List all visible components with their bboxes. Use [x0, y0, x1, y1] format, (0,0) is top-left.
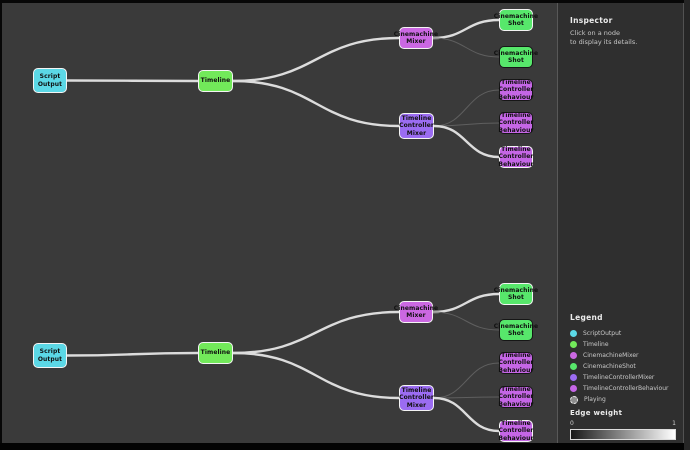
legend-label: CinemachineMixer: [583, 352, 639, 359]
edge-weight-section: Edge weight 0 1: [570, 409, 676, 440]
graph0-edge-tl-tcm: [232, 79, 400, 128]
inspector-panel: Inspector Click on a node to display its…: [557, 3, 684, 443]
legend-label: Playing: [584, 396, 606, 403]
graph0-node-tcm[interactable]: Timeline Controller Mixer: [399, 113, 434, 139]
graph0-edge-tl-cm: [232, 36, 400, 83]
playing-dot-icon: [570, 395, 578, 404]
legend-item-scriptoutput: ScriptOutput: [570, 328, 677, 339]
graph0-node-shot1[interactable]: Cinemachine Shot: [494, 9, 538, 31]
graph1-node-tcb1[interactable]: Timeline Controller Behaviour: [498, 352, 534, 374]
scriptoutput-dot-icon: [570, 330, 577, 337]
graph1-node-shot1[interactable]: Cinemachine Shot: [494, 283, 538, 305]
legend-label: TimelineControllerBehaviour: [583, 385, 669, 392]
edge-weight-min: 0: [570, 420, 574, 427]
timelinecontrollerbehaviour-dot-icon: [570, 385, 577, 392]
graph1-edge-tl-tcm: [232, 351, 400, 400]
graph0-edge-cm-shot2: [432, 37, 500, 58]
graph1-node-shot2[interactable]: Cinemachine Shot: [494, 319, 538, 341]
graph1-node-tcm[interactable]: Timeline Controller Mixer: [399, 385, 434, 411]
legend: Legend ScriptOutput Timeline Cinemachine…: [570, 313, 677, 405]
cinemachinemixer-dot-icon: [570, 352, 577, 359]
legend-item-cinemachineshot: CinemachineShot: [570, 361, 677, 372]
graph1-node-tcb2[interactable]: Timeline Controller Behaviour: [498, 386, 534, 408]
cinemachineshot-dot-icon: [570, 363, 577, 370]
legend-label: TimelineControllerMixer: [583, 374, 655, 381]
graph0-node-so[interactable]: Script Output: [33, 68, 67, 93]
timeline-dot-icon: [570, 341, 577, 348]
graph0-edge-so-tl: [66, 79, 199, 83]
graph1-node-so[interactable]: Script Output: [33, 343, 67, 368]
graph0-node-shot2[interactable]: Cinemachine Shot: [494, 46, 538, 68]
graph1-edge-tl-cm: [232, 310, 400, 355]
graph1-edge-cm-shot1: [432, 292, 500, 314]
graph1-node-cm[interactable]: Cinemachine Mixer: [394, 301, 438, 323]
inspector-title: Inspector: [570, 16, 613, 25]
graph0-node-tcb2[interactable]: Timeline Controller Behaviour: [498, 112, 534, 134]
graph1-edge-so-tl: [66, 351, 199, 357]
window-frame-left: [0, 0, 2, 450]
graph0-node-tcb1[interactable]: Timeline Controller Behaviour: [498, 79, 534, 101]
legend-label: ScriptOutput: [583, 330, 622, 337]
graph1-edge-cm-shot2: [432, 311, 500, 331]
graph1-edge-tcm-tcb1: [433, 362, 500, 399]
graph1-node-tl[interactable]: Timeline: [198, 342, 233, 364]
graph1-node-tcb3[interactable]: Timeline Controller Behaviour: [498, 420, 534, 442]
graph1-edge-tcm-tcb3: [433, 396, 500, 433]
legend-item-timeline: Timeline: [570, 339, 677, 350]
graph0-node-tl[interactable]: Timeline: [198, 70, 233, 92]
legend-title: Legend: [570, 313, 603, 322]
graph0-edge-tcm-tcb1: [433, 89, 500, 127]
graph0-node-cm[interactable]: Cinemachine Mixer: [394, 27, 438, 49]
edge-weight-title: Edge weight: [570, 409, 623, 417]
graph0-edge-tcm-tcb3: [433, 124, 500, 159]
legend-item-timelinecontrollerbehaviour: TimelineControllerBehaviour: [570, 383, 677, 394]
edge-weight-max: 1: [672, 420, 676, 427]
window-frame-bottom: [0, 443, 690, 450]
legend-item-timelinecontrollermixer: TimelineControllerMixer: [570, 372, 677, 383]
window-frame-top: [0, 0, 690, 3]
graph0-edge-cm-shot1: [432, 18, 500, 40]
legend-item-cinemachinemixer: CinemachineMixer: [570, 350, 677, 361]
legend-label: Timeline: [583, 341, 609, 348]
window-frame-right: [684, 0, 690, 450]
graph0-node-tcb3[interactable]: Timeline Controller Behaviour: [498, 146, 534, 168]
edge-weight-gradient-bar: [570, 429, 676, 440]
legend-label: CinemachineShot: [583, 363, 636, 370]
legend-item-playing: Playing: [570, 394, 677, 405]
inspector-hint: Click on a node to display its details.: [570, 29, 638, 47]
timelinecontrollermixer-dot-icon: [570, 374, 577, 381]
